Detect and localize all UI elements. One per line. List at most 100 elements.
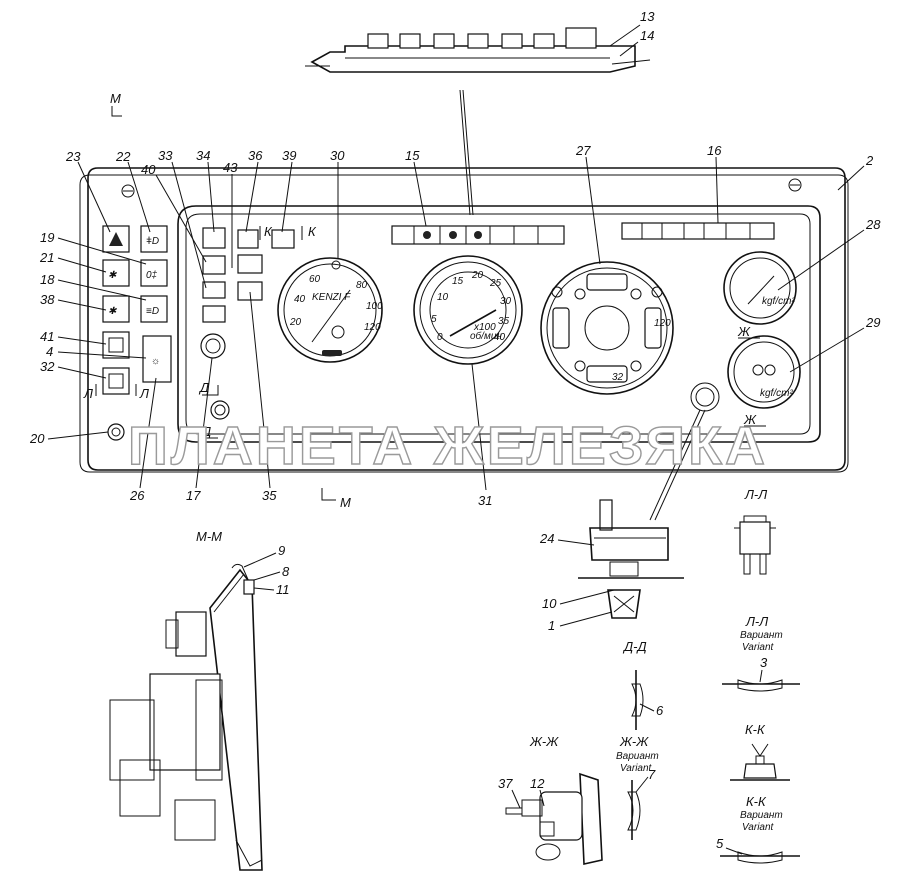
section-d-d: Д-Д 6 (622, 639, 664, 730)
speedo-unit: x100 (473, 322, 496, 333)
svg-text:✱: ✱ (108, 270, 117, 281)
callout-23: 23 (65, 149, 81, 164)
sensor-assembly: 24 10 1 (539, 499, 684, 633)
section-k-k: К-К К-К Вариант Variant 5 (716, 722, 800, 864)
callout-15: 15 (405, 148, 420, 163)
callout-29: 29 (865, 315, 880, 330)
ll-variant-ru: Вариант (740, 630, 783, 641)
callout-27: 27 (575, 143, 591, 158)
callout-33: 33 (158, 148, 173, 163)
zhzh-variant-ru: Вариант (616, 751, 659, 762)
indicator-column (200, 227, 295, 420)
rev-counter-gauge: 0 5 10 15 20 25 30 35 40 x100 об/мин (413, 255, 523, 365)
callout-32: 32 (40, 359, 55, 374)
mark-k-1: К (264, 224, 273, 239)
speedo-tick-20: 20 (471, 270, 484, 281)
ll-variant-en: Variant (742, 642, 775, 653)
section-l-l: Л-Л Л-Л Вариант Variant 3 (722, 487, 800, 692)
section-title-kk-variant: К-К (746, 794, 767, 809)
tacho-tick-80: 80 (356, 280, 368, 291)
callout-37: 37 (498, 776, 513, 791)
svg-text:☼: ☼ (151, 356, 160, 367)
callout-22: 22 (115, 149, 131, 164)
svg-text:ǂD: ǂD (146, 236, 159, 247)
callout-1: 1 (548, 618, 555, 633)
callout-43: 43 (223, 160, 238, 175)
callout-14: 14 (640, 28, 654, 43)
speedo-unit-2: об/мин (470, 330, 502, 342)
section-zh-zh: Ж-Ж 37 12 (498, 734, 603, 865)
callout-31: 31 (478, 493, 492, 508)
section-title-ll-variant: Л-Л (745, 614, 768, 629)
callout-28: 28 (865, 217, 881, 232)
callout-7: 7 (648, 767, 656, 782)
speedo-tick-35: 35 (498, 316, 510, 327)
callout-19: 19 (40, 230, 54, 245)
tacho-brand: KENZI F (312, 292, 351, 303)
callout-36: 36 (248, 148, 263, 163)
kk-variant-en: Variant (742, 822, 775, 833)
combination-instrument: 120 32 (540, 261, 720, 412)
section-title-kk: К-К (745, 722, 766, 737)
callout-6: 6 (656, 703, 664, 718)
dashboard-panel (79, 167, 849, 473)
warning-lamp-strip-16 (621, 222, 775, 240)
combo-value-120: 120 (654, 318, 671, 329)
callout-16: 16 (707, 143, 722, 158)
speedo-tick-25: 25 (489, 278, 502, 289)
svg-text:≡D: ≡D (146, 306, 159, 317)
section-title-dd: Д-Д (622, 639, 647, 654)
panel-top-edge-view (305, 27, 651, 216)
callout-21: 21 (39, 250, 54, 265)
callout-30: 30 (330, 148, 345, 163)
section-m-m: М-М 9 8 11 (109, 529, 290, 871)
section-title-zhzh-variant: Ж-Ж (619, 734, 649, 749)
callout-41: 41 (40, 329, 54, 344)
speedo-tick-40: 40 (494, 332, 506, 343)
callout-24: 24 (539, 531, 554, 546)
callout-3: 3 (760, 655, 768, 670)
callout-34: 34 (196, 148, 210, 163)
svg-text:✱: ✱ (108, 306, 117, 317)
mark-zh-lower: Ж (743, 412, 757, 427)
callout-38: 38 (40, 292, 55, 307)
callout-12: 12 (530, 776, 545, 791)
section-title-zhzh: Ж-Ж (529, 734, 559, 749)
pressure-unit-29: kgf/cm² (760, 388, 793, 399)
callout-18: 18 (40, 272, 55, 287)
pressure-gauge-29: kgf/cm² (727, 335, 801, 409)
section-marks: М Л Л Д Д К К Ж Ж М (83, 91, 766, 510)
callout-4: 4 (46, 344, 53, 359)
pressure-unit-28: kgf/cm² (762, 296, 795, 307)
callouts-main: 13 14 23 22 40 33 34 43 36 39 30 15 27 1… (29, 9, 881, 508)
tacho-tick-20: 20 (289, 317, 302, 328)
speedo-tick-15: 15 (452, 276, 464, 287)
tacho-tick-120: 120 (364, 322, 381, 333)
zhzh-variant-en: Variant (620, 763, 653, 774)
callout-8: 8 (282, 564, 290, 579)
tacho-tick-100: 100 (366, 301, 383, 312)
callout-2: 2 (865, 153, 874, 168)
mark-d-upper: Д (198, 380, 209, 395)
section-zh-zh-variant: Ж-Ж Вариант Variant 7 (616, 734, 659, 840)
left-switch-block: ǂD ✱ 0‡ ✱ ≡D ☼ (102, 225, 172, 395)
svg-text:0‡: 0‡ (146, 270, 158, 281)
callout-39: 39 (282, 148, 296, 163)
section-title-ll: Л-Л (744, 487, 767, 502)
speedo-tick-30: 30 (500, 296, 512, 307)
tacho-tick-60: 60 (309, 274, 321, 285)
callout-35: 35 (262, 488, 277, 503)
kk-variant-ru: Вариант (740, 810, 783, 821)
mark-l-left: Л (83, 386, 93, 401)
callout-5: 5 (716, 836, 724, 851)
tachograph-gauge: KENZI F 20 40 60 80 100 120 (277, 257, 383, 363)
callout-17: 17 (186, 488, 201, 503)
pressure-gauge-28: kgf/cm² (723, 251, 797, 325)
callout-13: 13 (640, 9, 655, 24)
warning-lamp-strip-15 (391, 225, 565, 245)
callout-26: 26 (129, 488, 145, 503)
mark-m-bottom: М (340, 495, 351, 510)
callout-20: 20 (29, 431, 45, 446)
callout-40: 40 (141, 162, 156, 177)
